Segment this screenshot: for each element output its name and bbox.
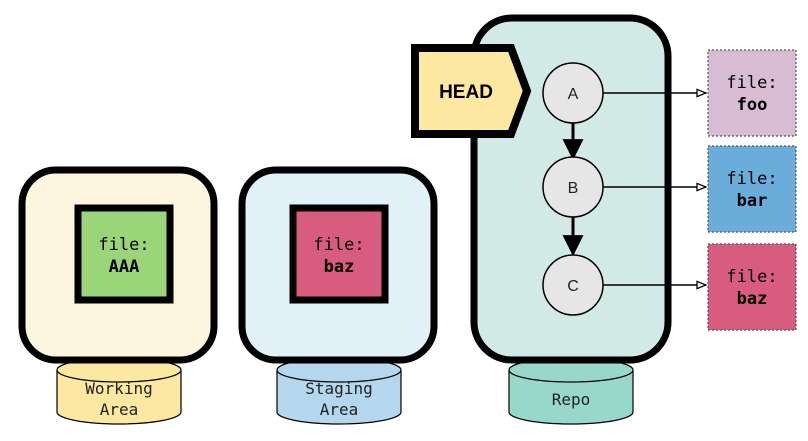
working-area-file-name: AAA — [109, 257, 140, 277]
repo-area: Repo HEAD A B C — [411, 14, 706, 425]
commit-b-file-card — [707, 145, 797, 233]
staging-area-label-line1: Staging — [305, 379, 372, 398]
commit-b-file: file: bar — [707, 145, 797, 233]
commit-b: B — [542, 156, 604, 218]
commit-c: C — [542, 254, 604, 316]
working-area-label-line1: Working — [85, 379, 152, 398]
commit-c-file: file: baz — [707, 243, 797, 331]
repo-label: Repo — [552, 390, 591, 409]
head-label: HEAD — [439, 82, 493, 103]
commit-b-label: B — [568, 180, 579, 197]
commit-c-label: C — [567, 278, 579, 295]
commit-a: A — [542, 62, 604, 124]
commit-c-file-name: baz — [737, 289, 768, 309]
staging-area-file-name: baz — [324, 257, 355, 277]
commit-a-file-prefix: file: — [726, 73, 777, 93]
commit-b-file-name: bar — [737, 191, 768, 211]
commit-b-file-prefix: file: — [726, 169, 777, 189]
staging-area-file-prefix: file: — [313, 235, 364, 255]
commit-c-file-card — [707, 243, 797, 331]
repo-cylinder — [508, 357, 634, 425]
working-area-file-card — [74, 204, 174, 304]
commit-c-file-prefix: file: — [726, 267, 777, 287]
staging-area-label-line2: Area — [320, 400, 359, 419]
staging-area-cylinder — [276, 357, 402, 425]
commit-a-file: file: foo — [707, 49, 797, 137]
staging-area: file: baz Staging Area — [238, 166, 438, 425]
working-area-label-line2: Area — [100, 400, 139, 419]
working-area-file-prefix: file: — [98, 235, 149, 255]
commit-a-label: A — [568, 86, 579, 103]
working-area: file: AAA Working Area — [18, 166, 218, 425]
commit-a-file-card — [707, 49, 797, 137]
staging-area-file-card — [289, 204, 389, 304]
commit-a-file-name: foo — [737, 95, 768, 115]
head-pointer — [411, 44, 532, 138]
